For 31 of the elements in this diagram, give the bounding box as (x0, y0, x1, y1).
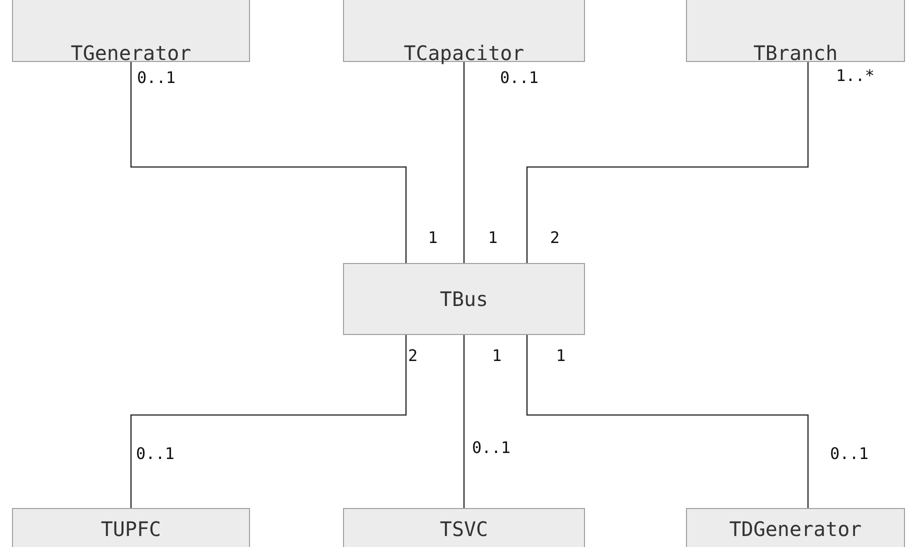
multiplicity-label: 1..* (836, 66, 875, 85)
class-box (343, 508, 585, 547)
multiplicity-label: 0..1 (472, 438, 511, 457)
multiplicity-label: 1 (556, 346, 566, 365)
connector-line (463, 62, 465, 263)
multiplicity-label: 0..1 (136, 444, 175, 463)
class-name: TGenerator (70, 40, 192, 64)
connector-line (130, 62, 407, 263)
multiplicity-label: 0..1 (137, 68, 176, 87)
connector-line (130, 335, 407, 508)
multiplicity-label: 0..1 (830, 444, 869, 463)
class-name: TUPFC (100, 517, 162, 541)
class-name: TDGenerator (729, 517, 862, 541)
multiplicity-label: 2 (550, 228, 560, 247)
class-box (686, 508, 905, 547)
connector-line (526, 335, 809, 508)
class-box (12, 0, 250, 62)
connector-line (526, 62, 809, 263)
multiplicity-label: 1 (428, 228, 438, 247)
multiplicity-label: 2 (408, 346, 418, 365)
connector-line (463, 335, 465, 508)
class-name: TBus (440, 287, 488, 311)
multiplicity-label: 1 (492, 346, 502, 365)
class-box (12, 508, 250, 547)
multiplicity-label: 0..1 (500, 68, 539, 87)
class-box (343, 263, 585, 335)
class-box (686, 0, 905, 62)
class-name: TBranch (753, 40, 838, 64)
class-name: TCapacitor (404, 40, 524, 64)
multiplicity-label: 1 (488, 228, 498, 247)
class-name: TSVC (440, 517, 488, 541)
